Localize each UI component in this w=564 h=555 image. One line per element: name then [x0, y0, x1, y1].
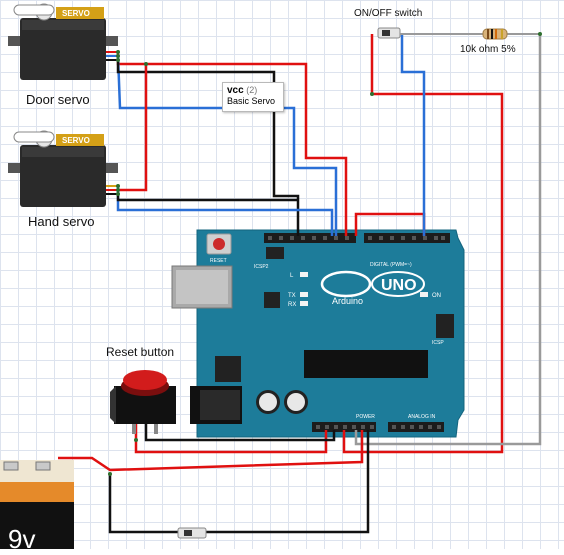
wires — [58, 34, 542, 534]
hand-servo-label: Hand servo — [28, 214, 95, 229]
door-servo[interactable] — [8, 3, 118, 80]
part-tooltip: vcc (2) Basic Servo — [222, 82, 284, 112]
analog-label: ANALOG IN — [408, 414, 436, 420]
tooltip-count: (2) — [246, 85, 258, 95]
digital-label: DIGITAL (PWM=~) — [370, 262, 412, 268]
reset-push-button[interactable] — [110, 370, 176, 434]
hand-servo-brand: SERVO — [62, 136, 90, 145]
battery-9v[interactable] — [0, 460, 74, 549]
arduino-uno-board[interactable] — [171, 229, 465, 438]
icsp-label: ICSP — [432, 340, 444, 346]
battery-switch[interactable] — [177, 527, 207, 539]
digital-header-holes — [268, 236, 445, 240]
tooltip-name: vcc — [227, 85, 244, 96]
resistor-10k[interactable] — [470, 28, 540, 40]
power-header-holes — [316, 425, 441, 429]
battery-label: 9v — [8, 524, 36, 554]
on-label: ON — [432, 293, 441, 299]
wire-endpoints — [108, 32, 542, 476]
resistor-label: 10k ohm 5% — [460, 44, 516, 55]
switch-label: ON/OFF switch — [354, 8, 423, 19]
arduino-brand-text: Arduino — [332, 296, 363, 306]
tx-label: TX — [288, 293, 296, 299]
reset-label: RESET — [210, 258, 227, 264]
rx-label: RX — [288, 302, 296, 308]
power-label: POWER — [356, 414, 375, 420]
door-servo-brand: SERVO — [62, 9, 90, 18]
door-servo-label: Door servo — [26, 92, 90, 107]
reset-button-label: Reset button — [106, 345, 175, 359]
arduino-model-text: UNO — [381, 277, 417, 294]
tooltip-part: Basic Servo — [227, 96, 276, 106]
l-label: L — [290, 273, 294, 279]
hand-servo[interactable] — [8, 130, 118, 207]
icsp2-label: ICSP2 — [254, 264, 269, 270]
on-off-switch[interactable] — [377, 27, 401, 39]
